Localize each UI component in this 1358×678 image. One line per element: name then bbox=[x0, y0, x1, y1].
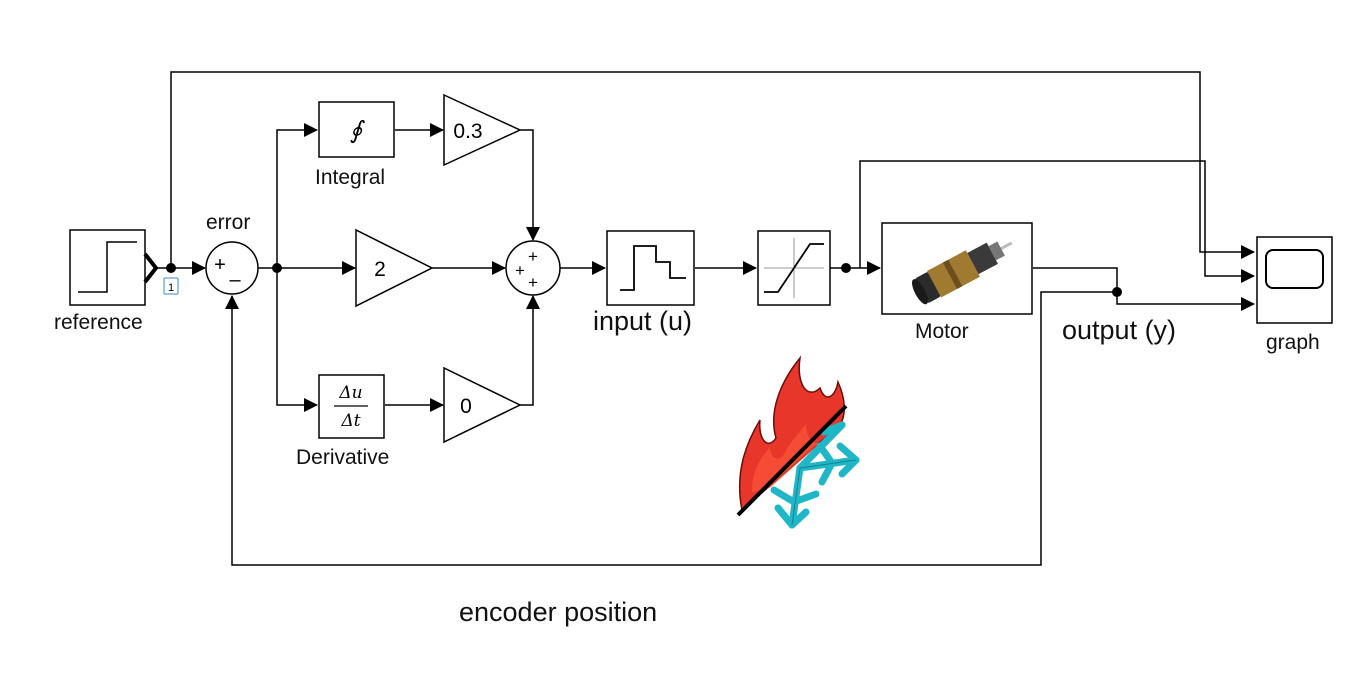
integral-block[interactable]: ∮ bbox=[318, 101, 395, 158]
motor-label: Motor bbox=[915, 320, 969, 343]
sum-plus-top: + bbox=[528, 247, 538, 266]
proportional-gain-value: 2 bbox=[374, 258, 386, 281]
reference-block[interactable] bbox=[69, 229, 159, 306]
wire-feedback[interactable] bbox=[225, 291, 1117, 566]
derivative-block[interactable]: Δu Δt bbox=[318, 374, 385, 439]
integral-gain-value: 0.3 bbox=[453, 120, 482, 143]
wire-motor-to-graph[interactable] bbox=[1033, 267, 1255, 311]
step-icon bbox=[78, 241, 137, 293]
wire-input-to-graph[interactable] bbox=[859, 160, 1255, 283]
quantizer-icon bbox=[620, 245, 686, 291]
junction-error bbox=[272, 263, 282, 273]
saturation-block[interactable] bbox=[757, 230, 831, 306]
error-minus-sign: – bbox=[229, 269, 241, 291]
derivative-numerator: Δu bbox=[338, 383, 362, 403]
motor-block[interactable] bbox=[881, 222, 1033, 315]
junction-output bbox=[1112, 287, 1122, 297]
scope-icon bbox=[1265, 249, 1324, 289]
port-badge: 1 bbox=[163, 277, 179, 295]
quantizer-block[interactable] bbox=[606, 230, 695, 306]
input-signal-label: input (u) bbox=[593, 306, 693, 336]
derivative-gain-block[interactable]: 0 bbox=[443, 366, 522, 444]
feedback-signal-label: encoder position bbox=[459, 597, 658, 627]
proportional-gain-block[interactable]: 2 bbox=[355, 228, 434, 308]
integral-gain-block[interactable]: 0.3 bbox=[443, 93, 522, 167]
error-plus-sign: + bbox=[214, 254, 226, 276]
output-port-icon bbox=[143, 252, 159, 284]
output-signal-label: output (y) bbox=[1062, 315, 1177, 345]
wire-to-integral[interactable] bbox=[276, 123, 318, 268]
junctions bbox=[166, 263, 1122, 297]
derivative-denominator: Δt bbox=[340, 411, 360, 431]
fire-snowflake-icon bbox=[736, 355, 860, 529]
wire-d-gain-to-sum[interactable] bbox=[520, 295, 540, 406]
error-label: error bbox=[206, 211, 251, 234]
graph-block[interactable] bbox=[1256, 236, 1333, 324]
junction-input bbox=[841, 263, 851, 273]
graph-label: graph bbox=[1266, 331, 1320, 354]
pid-sum-block[interactable]: + + + bbox=[505, 240, 561, 296]
wire-i-gain-to-sum[interactable] bbox=[520, 129, 540, 241]
port-badge-text: 1 bbox=[168, 282, 174, 294]
reference-label: reference bbox=[54, 311, 143, 334]
sum-plus-left: + bbox=[515, 261, 525, 280]
junction-reference bbox=[166, 263, 176, 273]
derivative-label: Derivative bbox=[296, 446, 390, 469]
saturation-icon bbox=[764, 243, 824, 293]
wire-to-derivative[interactable] bbox=[276, 268, 318, 412]
error-sum-block[interactable]: + – bbox=[205, 241, 259, 295]
motor-icon bbox=[911, 241, 1013, 305]
wires bbox=[155, 71, 1255, 566]
integral-icon: ∮ bbox=[350, 116, 366, 144]
wire-reference-to-graph[interactable] bbox=[170, 71, 1255, 268]
derivative-gain-value: 0 bbox=[460, 395, 472, 418]
integral-label: Integral bbox=[315, 166, 386, 189]
sum-plus-bottom: + bbox=[528, 273, 538, 292]
